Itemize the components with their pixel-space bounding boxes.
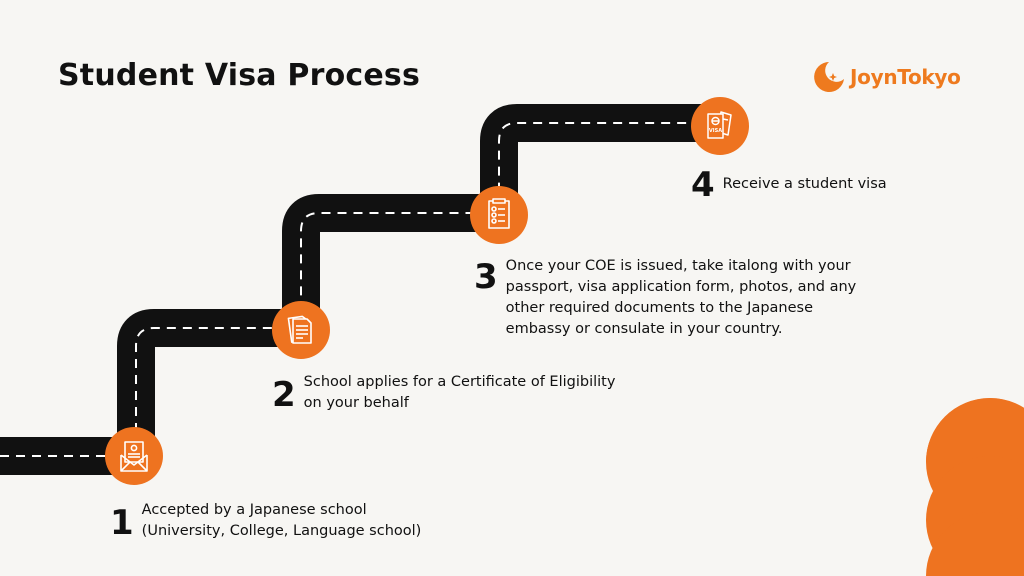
svg-text:VISA: VISA [709, 128, 722, 134]
step-description: Receive a student visa [723, 174, 887, 195]
step-description: Once your COE is issued, take italong wi… [506, 256, 857, 340]
step-2: 2 School applies for a Certificate of El… [272, 372, 615, 414]
step-description: Accepted by a Japanese school (Universit… [142, 500, 422, 542]
step-line: passport, visa application form, photos,… [505, 279, 857, 295]
documents-icon [287, 315, 312, 344]
step-description: School applies for a Certificate of Elig… [304, 372, 616, 414]
page-title: Student Visa Process [58, 58, 421, 93]
crescent-star-icon [814, 62, 844, 92]
step-3: 3 Once your COE is issued, take italong … [474, 256, 856, 340]
step-number: 3 [474, 257, 498, 297]
step-4-icon-circle: VISA [691, 97, 749, 155]
checklist-icon [488, 198, 510, 229]
brand-name: JoynTokyo [850, 65, 961, 89]
step-line: Accepted by a Japanese school [141, 502, 367, 518]
brand-logo: JoynTokyo [812, 60, 961, 94]
step-number: 4 [691, 165, 715, 205]
step-1: 1 Accepted by a Japanese school (Univers… [110, 500, 421, 542]
step-number: 2 [272, 375, 296, 415]
step-line: embassy or consulate in your country. [505, 321, 783, 337]
step-4: 4 Receive a student visa [691, 168, 887, 202]
step-line: other required documents to the Japanese [505, 300, 814, 316]
step-2-icon-circle [272, 301, 330, 359]
step-line: on your behalf [303, 395, 409, 411]
step-number: 1 [110, 503, 134, 543]
step-line: School applies for a Certificate of Elig… [303, 374, 616, 390]
step-3-icon-circle [470, 186, 528, 244]
step-line: Once your COE is issued, take italong wi… [505, 258, 851, 274]
step-line: (University, College, Language school) [141, 523, 422, 539]
step-line: Receive a student visa [722, 176, 887, 192]
step-1-icon-circle [105, 427, 163, 485]
envelope-letter-icon [120, 441, 148, 472]
visa-passport-icon: VISA [707, 111, 732, 139]
